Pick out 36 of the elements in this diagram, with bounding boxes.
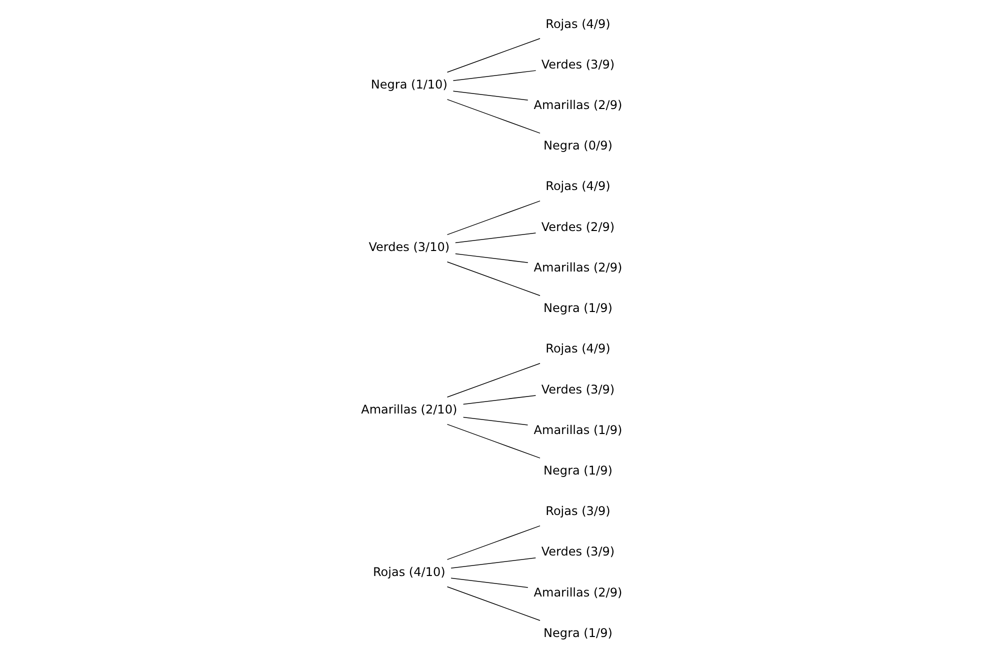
node-text: Amarillas (2/9) [533, 585, 622, 600]
node-text: Verdes (3/9) [540, 57, 614, 72]
node-text: Verdes (3/10) [368, 240, 450, 254]
node-text: Verdes (3/9) [540, 544, 614, 559]
connector [454, 253, 528, 263]
node-text: Rojas (4/9) [545, 16, 610, 31]
connector [452, 90, 528, 101]
node-text: Rojas (3/9) [545, 504, 610, 518]
node-text: Rojas (4/9) [545, 179, 610, 194]
node-text: Verdes (3/9) [540, 382, 614, 396]
connector [446, 38, 540, 73]
connector [446, 99, 540, 134]
node-text: Amarillas (2/10) [360, 402, 457, 417]
connector [446, 525, 540, 560]
node-text: Negra (1/10) [370, 78, 447, 92]
connector [446, 262, 540, 296]
node-text: Rojas (4/10) [372, 565, 445, 580]
connector [450, 578, 528, 588]
connector [462, 416, 528, 426]
node-text: Rojas (4/9) [545, 342, 610, 356]
node-text: Negra (0/9) [543, 138, 612, 153]
node-text: Amarillas (1/9) [533, 422, 622, 437]
node-text: Amarillas (2/9) [533, 98, 622, 112]
connector [446, 362, 540, 398]
connector [446, 586, 540, 621]
node-text: Negra (1/9) [543, 463, 612, 478]
connector [462, 395, 536, 405]
connector [446, 200, 540, 236]
connector [454, 232, 536, 244]
node-text: Negra (1/9) [543, 301, 612, 316]
node-text: Amarillas (2/9) [533, 260, 622, 274]
connector [450, 558, 536, 569]
connector [446, 424, 540, 458]
connector [452, 70, 536, 81]
node-text: Verdes (2/9) [540, 220, 614, 234]
node-text: Negra (1/9) [543, 626, 612, 640]
